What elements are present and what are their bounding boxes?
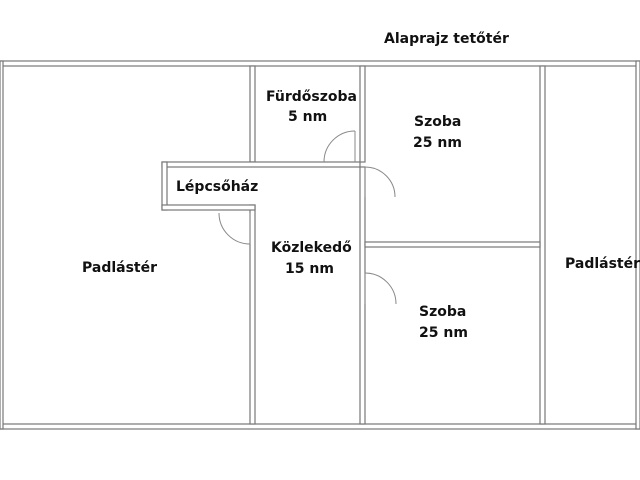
plan-title: Alaprajz tetőtér xyxy=(384,31,509,47)
door-bathroom xyxy=(323,130,356,163)
wall-staircase-left xyxy=(161,161,168,211)
room-label-room-upper: Szoba xyxy=(414,114,462,130)
wall-rooms-divider xyxy=(364,241,541,248)
room-label-hallway: Közlekedő xyxy=(271,240,352,256)
door-room-lower xyxy=(364,272,397,305)
doors xyxy=(218,130,397,305)
room-area-room-lower: 25 nm xyxy=(419,325,468,341)
wall-staircase-top xyxy=(161,161,361,168)
wall-staircase-bottom xyxy=(161,204,256,211)
wall-hallway-rooms xyxy=(359,166,366,425)
door-staircase-attic xyxy=(218,212,251,245)
wall-right xyxy=(635,60,640,430)
wall-attic-left-lower xyxy=(249,204,256,425)
room-area-bathroom: 5 nm xyxy=(288,109,328,125)
outer-walls xyxy=(0,60,640,430)
room-label-attic-left: Padlástér xyxy=(82,260,158,276)
wall-attic-right xyxy=(539,65,546,425)
room-area-room-upper: 25 nm xyxy=(413,135,462,151)
door-room-upper xyxy=(364,166,396,198)
room-label-bathroom: Fürdőszoba xyxy=(266,89,357,105)
staircase-walls xyxy=(161,161,361,211)
room-label-attic-right: Padlástér xyxy=(565,256,640,272)
wall-bottom xyxy=(0,423,640,430)
wall-left xyxy=(0,60,4,430)
room-label-room-lower: Szoba xyxy=(419,304,467,320)
interior-walls xyxy=(249,65,546,425)
wall-top xyxy=(0,60,640,67)
wall-bathroom-room xyxy=(359,65,366,163)
room-label-staircase: Lépcsőház xyxy=(176,179,259,195)
room-area-hallway: 15 nm xyxy=(285,261,334,277)
wall-attic-left-upper xyxy=(249,65,256,163)
